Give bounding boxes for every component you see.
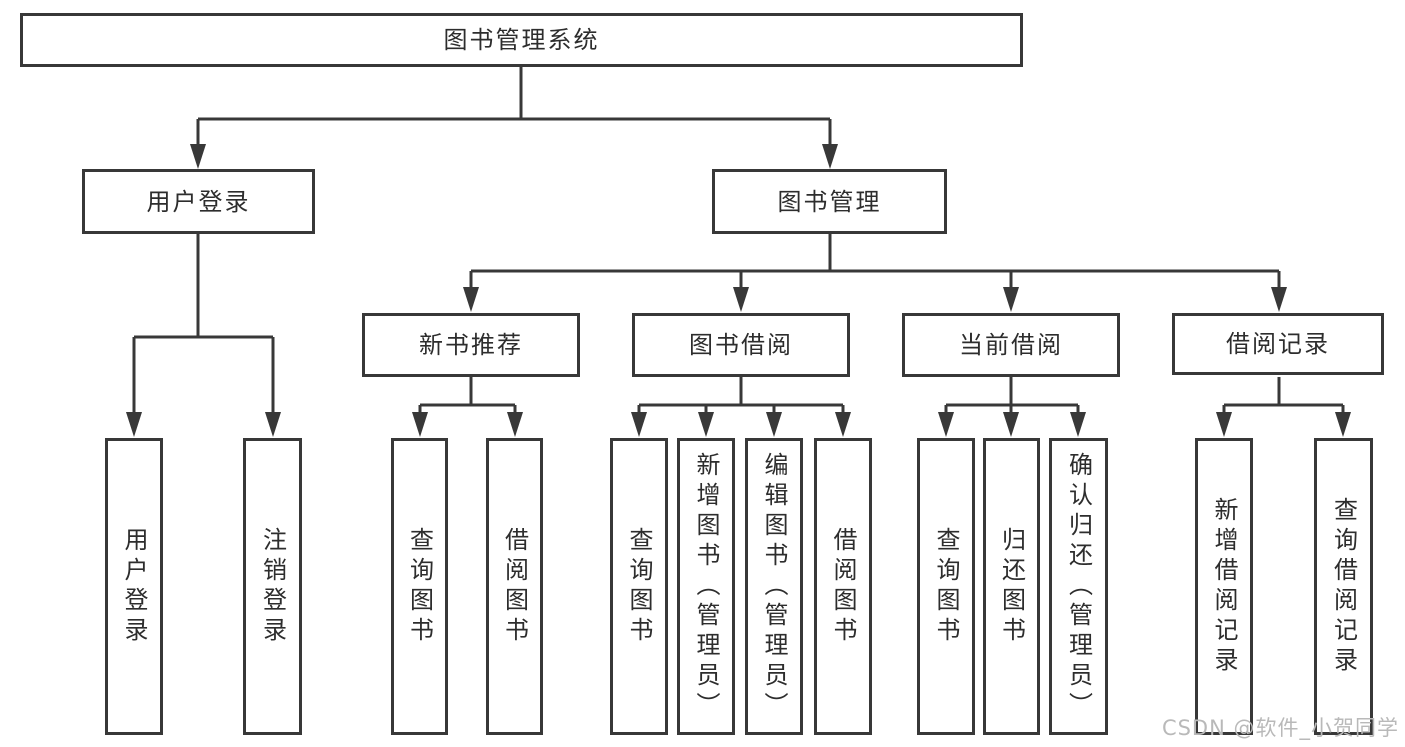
connector-userlogin-to-leaves (126, 234, 281, 437)
leaf-logout: 注销登录 (243, 438, 302, 735)
connector-bookborrow-to-leaves (631, 377, 851, 437)
leaf-cb-confirm-return: 确认归还（管理员） (1049, 438, 1108, 735)
csdn-watermark: CSDN @软件_小贺同学 (1161, 716, 1399, 740)
leaf-bb-query-books: 查询图书 (610, 438, 668, 735)
connector-newbookrec-to-leaves (412, 377, 523, 437)
node-book-management: 图书管理 (712, 169, 947, 234)
node-user-login: 用户登录 (82, 169, 315, 234)
node-book-borrowing: 图书借阅 (632, 313, 850, 377)
leaf-cb-query-books: 查询图书 (917, 438, 975, 735)
leaf-bb-edit-books: 编辑图书（管理员） (745, 438, 803, 735)
leaf-rec-borrow-books: 借阅图书 (486, 438, 543, 735)
leaf-bb-borrow-books: 借阅图书 (814, 438, 872, 735)
leaf-bb-add-books: 新增图书（管理员） (677, 438, 735, 735)
node-current-borrowing: 当前借阅 (902, 313, 1120, 377)
leaf-cb-return-books: 归还图书 (983, 438, 1040, 735)
node-new-book-recommend: 新书推荐 (362, 313, 580, 377)
node-borrowing-records: 借阅记录 (1172, 313, 1384, 375)
connector-bookmgmt-to-level3 (463, 234, 1287, 312)
leaf-br-add-record: 新增借阅记录 (1195, 438, 1253, 735)
connector-borrowrecords-to-leaves (1216, 377, 1351, 437)
connector-currentborrow-to-leaves (938, 377, 1086, 437)
leaf-rec-query-books: 查询图书 (391, 438, 448, 735)
node-library-management-system: 图书管理系统 (20, 13, 1023, 67)
connector-root-to-level2 (190, 67, 838, 169)
leaf-br-query-record: 查询借阅记录 (1314, 438, 1373, 735)
leaf-user-login: 用户登录 (105, 438, 163, 735)
